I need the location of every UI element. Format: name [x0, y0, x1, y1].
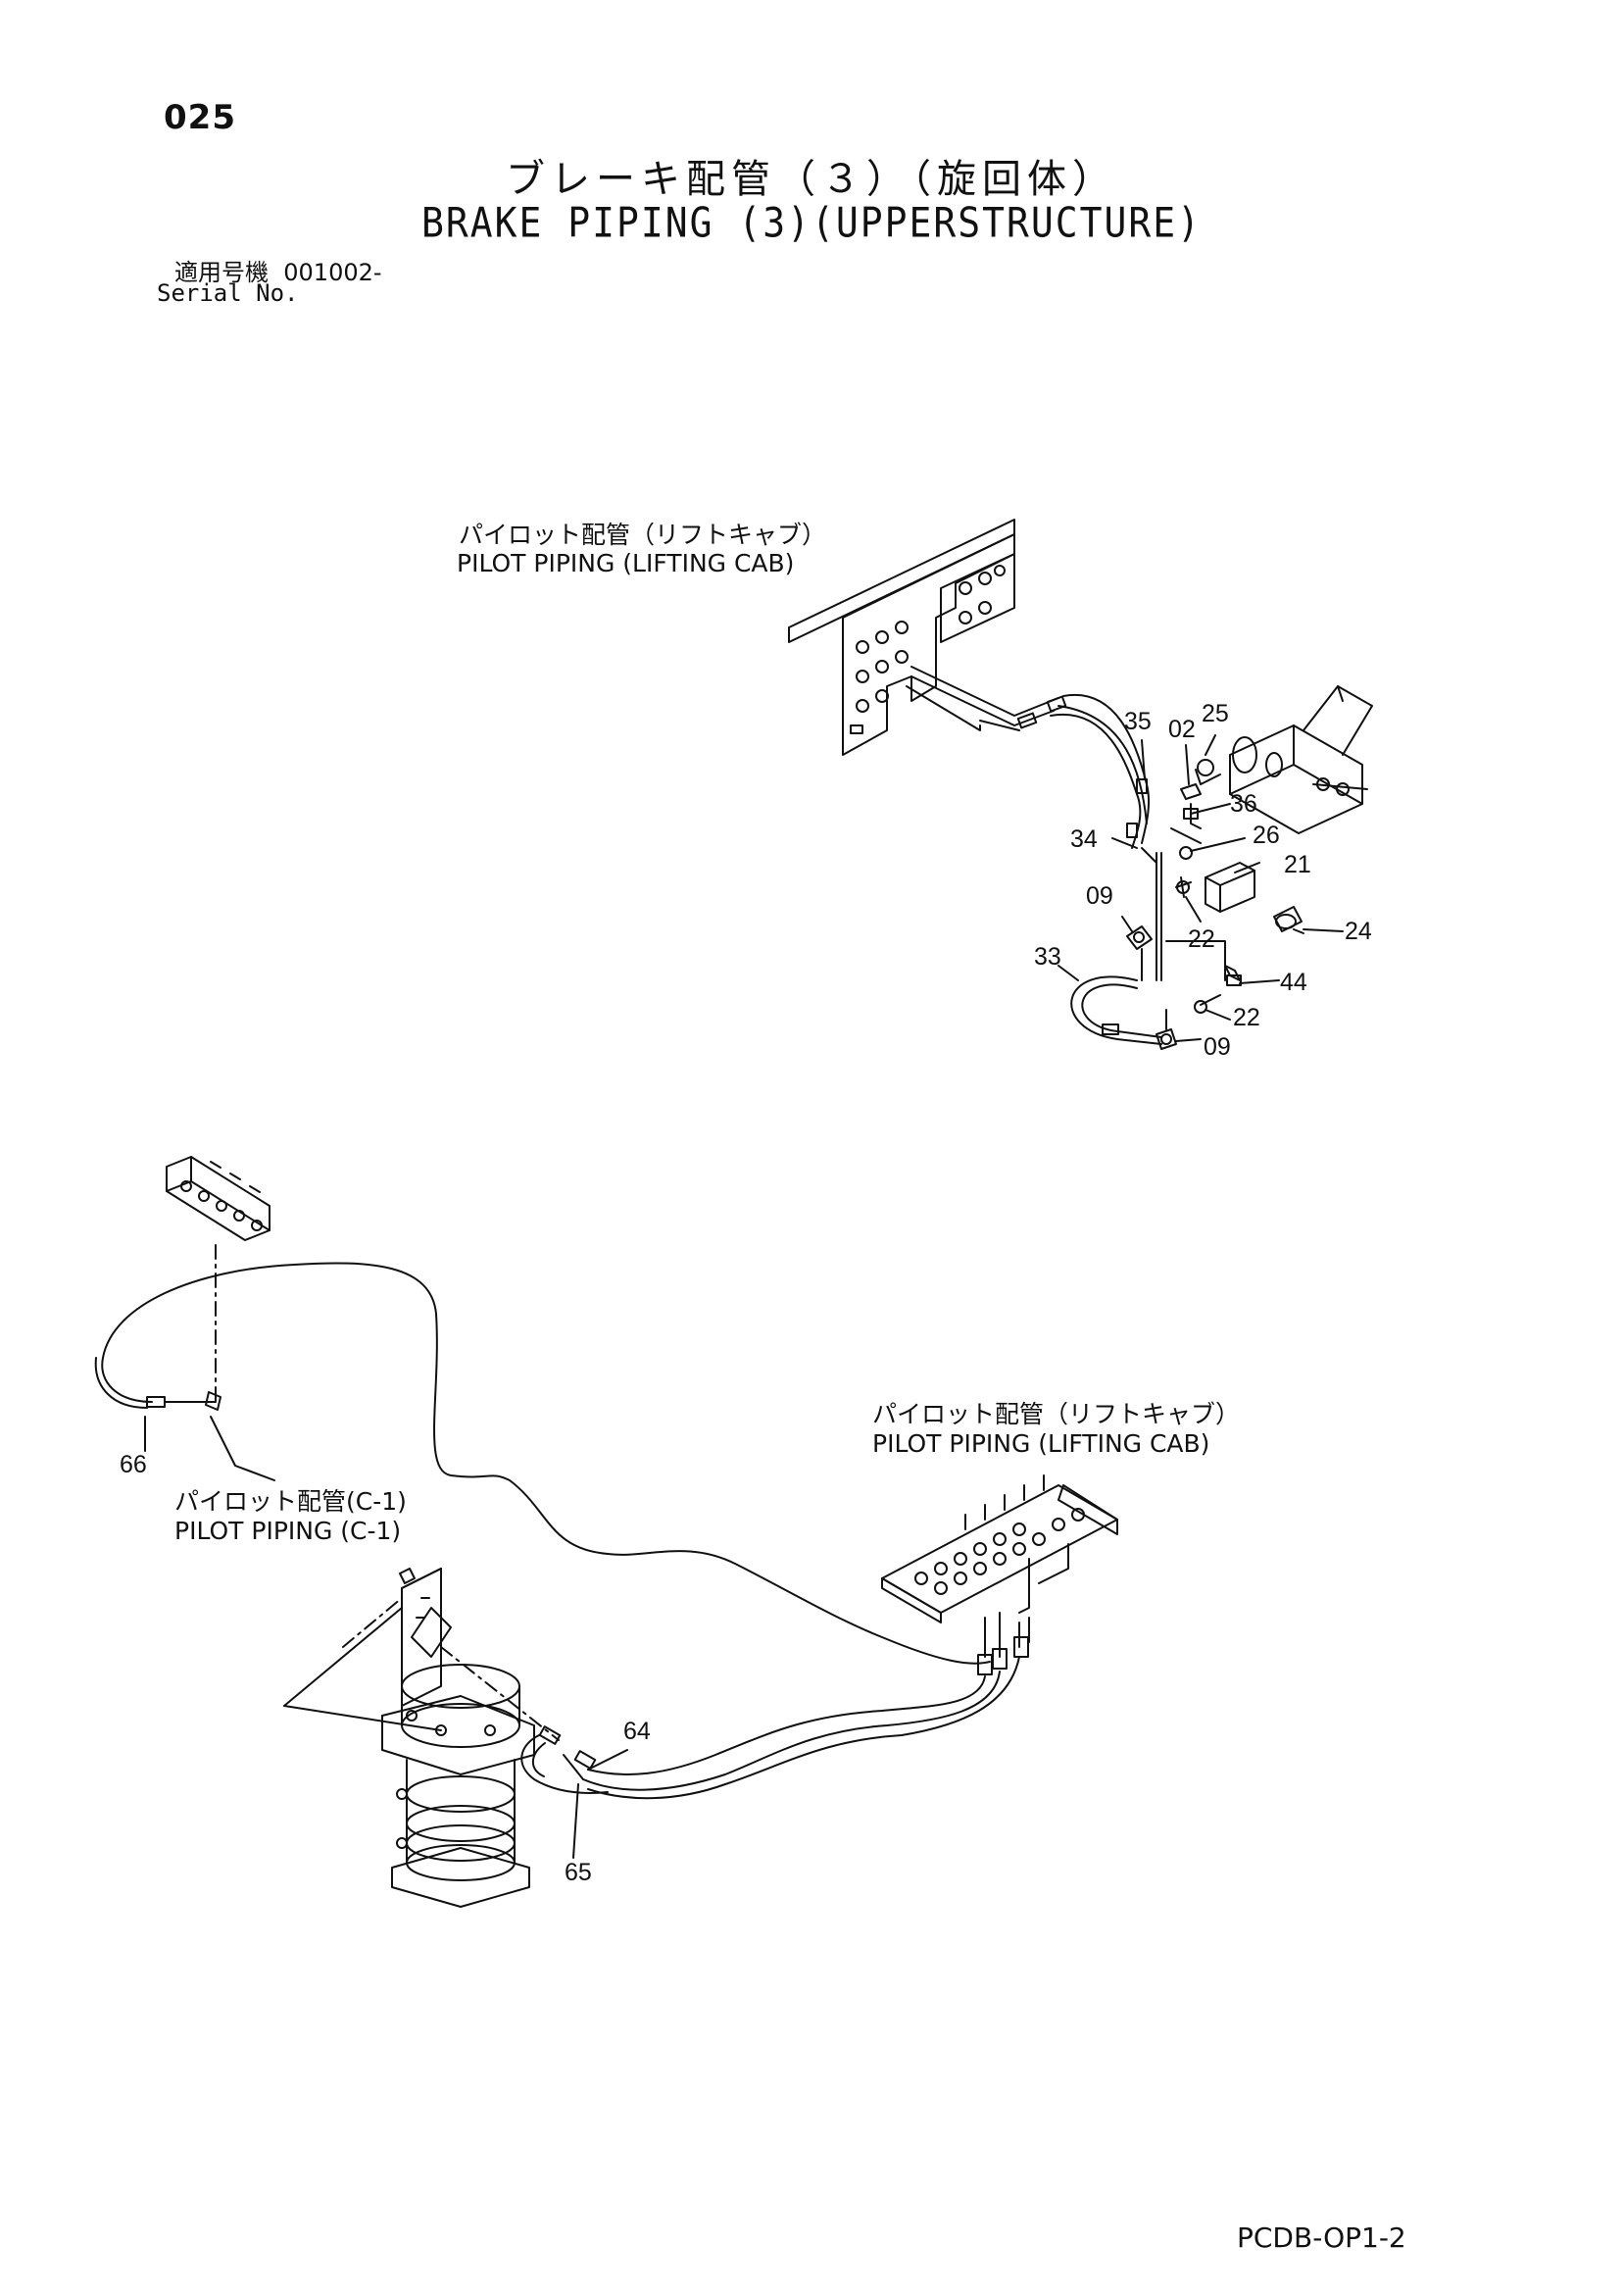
callout-top-japanese: パイロット配管（リフトキャブ） [459, 521, 827, 549]
serial-line-japanese: 適用号機 001002- [174, 253, 382, 287]
part-number-34: 34 [1070, 825, 1098, 853]
serial-label-english: Serial No. [157, 279, 299, 307]
page-title-english: BRAKE PIPING (3)(UPPERSTRUCTURE) [420, 198, 1203, 247]
c1-manifold-block [166, 1156, 270, 1241]
part-number-36: 36 [1230, 790, 1257, 818]
part-number-26: 26 [1253, 822, 1280, 849]
brake-valve-assembly [1195, 685, 1373, 834]
part-number-21: 21 [1284, 851, 1311, 878]
upper-pilot-hoses [906, 666, 1157, 864]
part-number-25: 25 [1202, 700, 1229, 727]
part-number-22-lower: 22 [1233, 1004, 1260, 1031]
part-number-09-upper: 09 [1086, 882, 1113, 910]
part-number-64: 64 [623, 1718, 651, 1745]
serial-label-japanese: 適用号機 [174, 259, 269, 286]
callout-right-english: PILOT PIPING (LIFTING CAB) [872, 1429, 1210, 1458]
part-number-09-lower: 09 [1204, 1033, 1231, 1061]
callout-left-japanese: パイロット配管(C-1) [174, 1487, 407, 1516]
callout-top-english: PILOT PIPING (LIFTING CAB) [457, 549, 795, 577]
page-number: 025 [164, 98, 236, 137]
document-code: PCDB-OP1-2 [1237, 2221, 1406, 2254]
leader-lines [144, 734, 1344, 1859]
part-number-65: 65 [565, 1859, 592, 1886]
page-title-japanese: ブレーキ配管（３）（旋回体） [506, 157, 1117, 202]
lower-swivel-hoses [520, 1612, 1030, 1800]
part-number-24: 24 [1345, 918, 1372, 945]
callout-right-japanese: パイロット配管（リフトキャブ） [872, 1400, 1241, 1428]
swivel-joint [381, 1568, 535, 1908]
long-pilot-hose [94, 1262, 991, 1665]
part-number-35: 35 [1124, 708, 1152, 735]
part-number-66: 66 [120, 1451, 147, 1478]
part-number-33: 33 [1034, 943, 1061, 971]
part-number-44: 44 [1280, 969, 1307, 996]
lower-manifold-bracket [881, 1474, 1118, 1623]
upper-fittings [1070, 783, 1304, 1050]
serial-value: 001002- [283, 259, 382, 286]
part-number-22-upper: 22 [1188, 925, 1215, 953]
upper-manifold-bracket [788, 519, 1015, 756]
callout-left-english: PILOT PIPING (C-1) [174, 1517, 402, 1545]
part-number-02: 02 [1168, 716, 1196, 743]
